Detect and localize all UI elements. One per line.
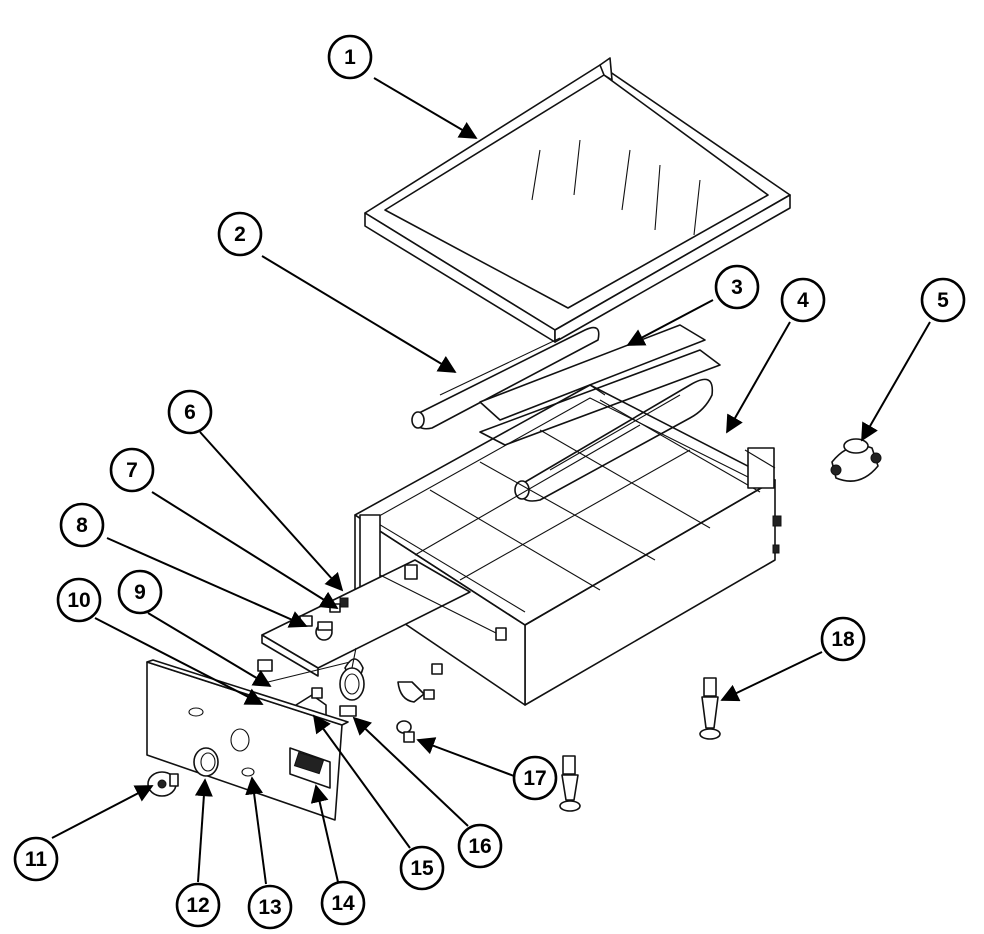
callout-8: 8 bbox=[59, 502, 105, 548]
svg-text:14: 14 bbox=[331, 892, 355, 915]
callout-10: 10 bbox=[56, 577, 102, 623]
callout-13: 13 bbox=[247, 884, 293, 930]
svg-text:12: 12 bbox=[186, 894, 209, 917]
part-manifold bbox=[261, 559, 507, 677]
svg-text:11: 11 bbox=[25, 848, 48, 871]
part-adjustable-leg-right bbox=[699, 677, 721, 740]
svg-text:7: 7 bbox=[126, 459, 138, 482]
svg-text:4: 4 bbox=[797, 289, 809, 312]
svg-text:16: 16 bbox=[468, 835, 491, 858]
part-burner-tube bbox=[411, 326, 600, 430]
svg-text:3: 3 bbox=[731, 276, 743, 299]
svg-text:18: 18 bbox=[831, 628, 855, 651]
callout-7: 7 bbox=[109, 447, 155, 493]
part-elbow-fitting bbox=[339, 663, 443, 717]
callout-9: 9 bbox=[117, 569, 163, 615]
callout-3: 3 bbox=[714, 264, 760, 310]
part-u-burner bbox=[514, 378, 714, 502]
callout-16: 16 bbox=[457, 823, 503, 869]
callout-4: 4 bbox=[780, 277, 826, 323]
part-pressure-regulator bbox=[830, 438, 882, 482]
leader-lines bbox=[51, 77, 931, 885]
part-screw bbox=[396, 720, 415, 743]
part-thermocouple bbox=[257, 647, 365, 701]
svg-text:5: 5 bbox=[937, 289, 949, 312]
svg-text:6: 6 bbox=[184, 401, 196, 424]
callout-15: 15 bbox=[399, 845, 445, 891]
svg-text:13: 13 bbox=[258, 896, 281, 919]
callout-17: 17 bbox=[512, 755, 558, 801]
part-body-frame bbox=[354, 384, 782, 706]
svg-text:17: 17 bbox=[523, 767, 546, 790]
part-adjustable-leg bbox=[559, 755, 581, 812]
part-heat-deflector bbox=[479, 324, 721, 446]
callout-6: 6 bbox=[167, 389, 213, 435]
part-bezel bbox=[193, 747, 219, 777]
svg-text:1: 1 bbox=[344, 46, 356, 69]
callout-5: 5 bbox=[920, 277, 966, 323]
part-griddle-plate bbox=[364, 57, 791, 343]
callout-11: 11 bbox=[13, 836, 59, 882]
svg-text:8: 8 bbox=[76, 514, 88, 537]
callout-2: 2 bbox=[217, 211, 263, 257]
callout-18: 18 bbox=[820, 616, 866, 662]
svg-text:10: 10 bbox=[67, 589, 90, 612]
svg-text:9: 9 bbox=[134, 581, 146, 604]
part-control-knob bbox=[147, 771, 179, 797]
callout-1: 1 bbox=[327, 34, 373, 80]
svg-text:2: 2 bbox=[234, 223, 246, 246]
callout-12: 12 bbox=[175, 882, 221, 928]
callout-14: 14 bbox=[320, 880, 366, 926]
svg-text:15: 15 bbox=[410, 857, 434, 880]
